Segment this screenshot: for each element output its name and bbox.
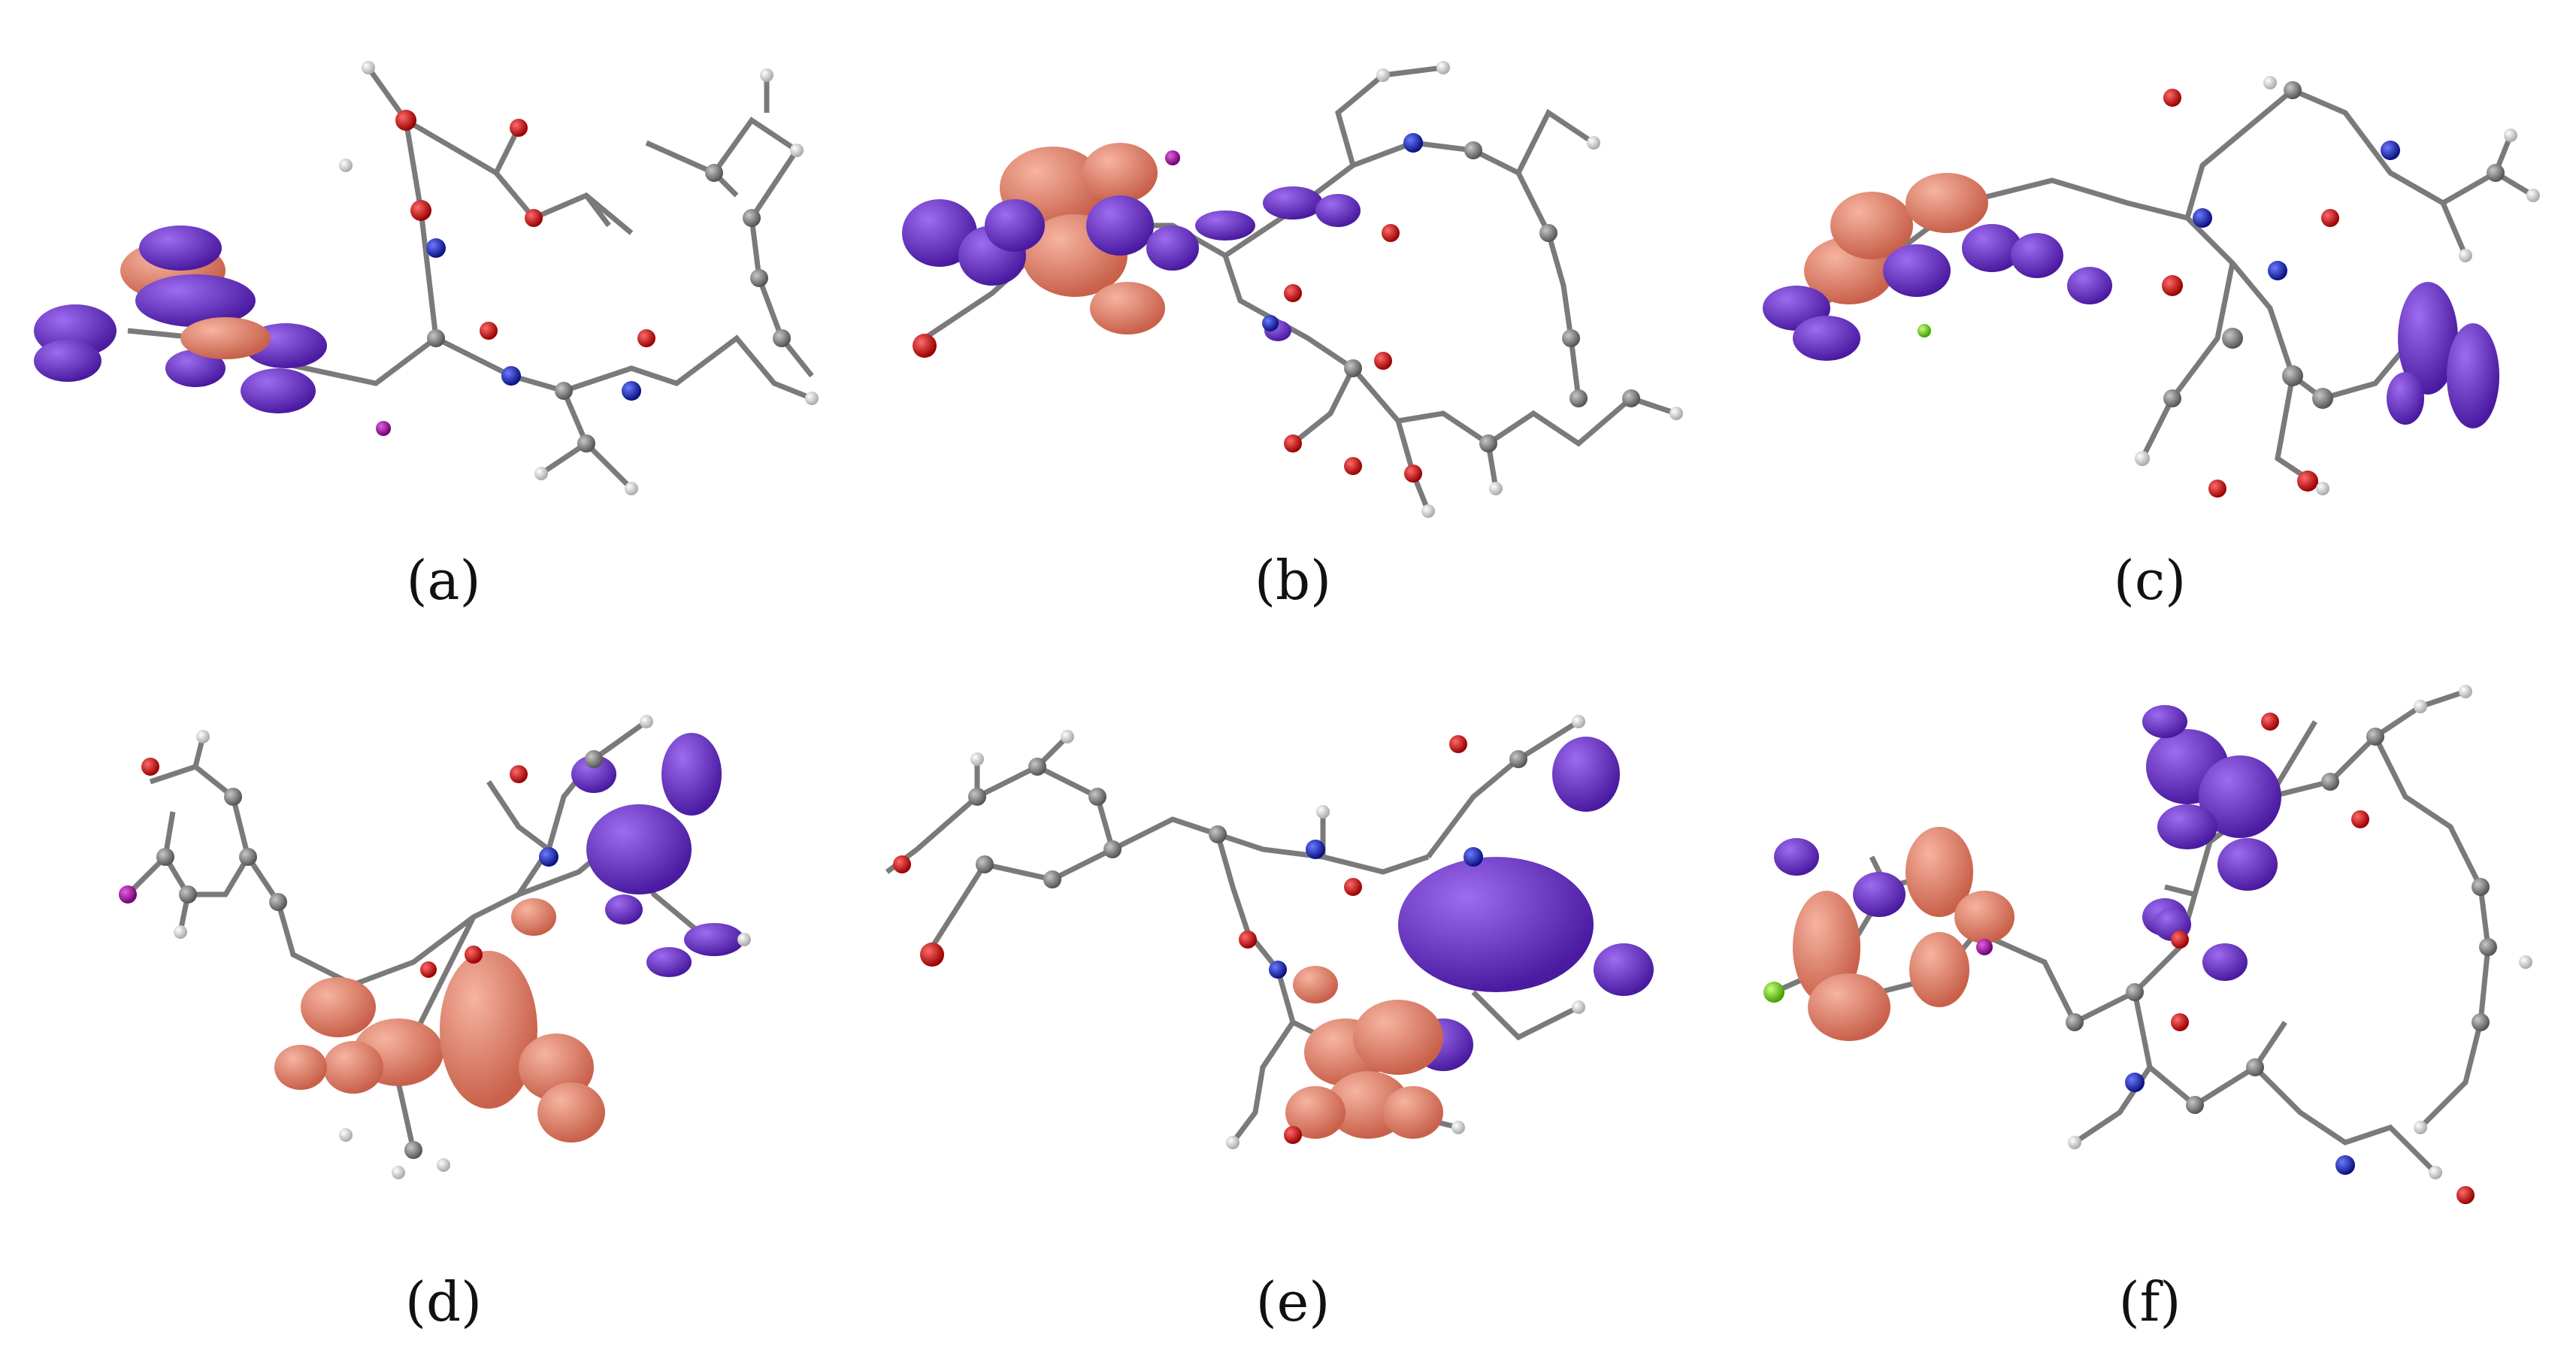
molecule-orbital-f <box>1763 685 2532 1204</box>
panel-d <box>98 646 849 1233</box>
atoms <box>913 61 1683 518</box>
panel-a <box>15 23 842 534</box>
caption-c: (c) <box>2113 549 2187 612</box>
panel-c <box>1751 23 2556 534</box>
orbital-lobes <box>34 225 327 413</box>
molecule-orbital-d <box>119 715 751 1179</box>
atoms <box>1918 76 2540 498</box>
orbital-lobes <box>1763 173 2499 428</box>
atoms <box>893 715 1585 1149</box>
molecule-orbital-a <box>34 61 819 495</box>
molecule-orbital-c <box>1763 76 2540 498</box>
panel-e <box>872 646 1736 1233</box>
atoms <box>339 61 819 495</box>
atoms <box>1763 685 2532 1204</box>
caption-e: (e) <box>1255 1270 1330 1333</box>
caption-a: (a) <box>406 549 481 612</box>
panel-b <box>872 23 1736 534</box>
orbital-lobes <box>274 733 744 1142</box>
caption-f: (f) <box>2118 1270 2181 1333</box>
caption-b: (b) <box>1254 549 1332 612</box>
molecule-orbital-b <box>902 61 1683 518</box>
caption-d: (d) <box>404 1270 483 1333</box>
atoms <box>119 715 751 1179</box>
panel-f <box>1744 646 2556 1233</box>
orbital-lobes <box>1285 737 1654 1139</box>
molecule-orbital-e <box>885 715 1654 1149</box>
orbital-lobes <box>1774 705 2281 1041</box>
orbital-lobes <box>902 143 1361 341</box>
